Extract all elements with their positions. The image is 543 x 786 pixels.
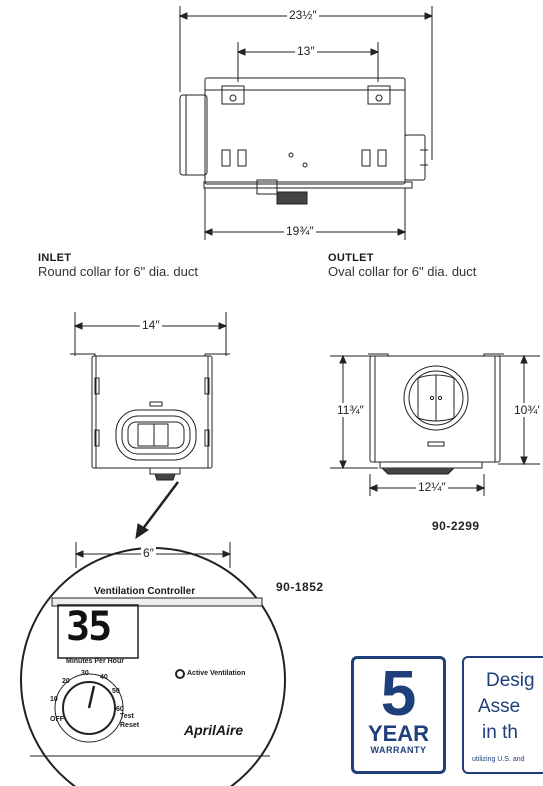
dim-side-height-left: 11¾″ <box>335 403 366 417</box>
test-reset-button[interactable]: Test Reset <box>120 712 139 730</box>
part-number-unit: 90-2299 <box>432 519 480 533</box>
warranty-label: WARRANTY <box>370 745 427 755</box>
controller-display-caption: Minutes Per Hour <box>66 658 124 665</box>
active-ventilation-label: Active Ventilation <box>187 670 246 677</box>
design-line-2: Asse <box>478 696 521 717</box>
side-view-drawing <box>330 353 540 496</box>
warranty-badge: 5 YEAR WARRANTY <box>351 656 446 774</box>
dial-tick-10: 10 <box>50 696 58 703</box>
dial-tick-40: 40 <box>100 674 108 681</box>
part-number-controller: 90-1852 <box>276 580 324 594</box>
warranty-number: 5 <box>380 657 417 729</box>
dim-side-base: 12¼″ <box>416 480 448 494</box>
dim-top-base: 19¾″ <box>284 224 316 238</box>
outlet-text: Oval collar for 6" dia. duct <box>328 264 477 279</box>
design-line-1: Desig <box>486 670 535 691</box>
dial-tick-50: 50 <box>112 688 120 695</box>
dim-front-width: 14″ <box>140 318 162 332</box>
inlet-caption: INLET Round collar for 6" dia. duct <box>38 252 198 279</box>
aprilaire-logo: AprilAire <box>184 722 244 738</box>
designed-assembled-badge: Desig Asse in th utilizing U.S. and <box>462 656 543 774</box>
dim-top-width: 23½″ <box>287 8 319 22</box>
controller-title: Ventilation Controller <box>94 586 196 597</box>
outlet-caption: OUTLET Oval collar for 6" dia. duct <box>328 252 476 279</box>
dial-tick-30: 30 <box>81 670 89 677</box>
minutes-dial[interactable]: 10 20 30 40 50 60 OFF <box>48 670 130 750</box>
inlet-title: INLET <box>38 252 72 264</box>
warranty-year: YEAR <box>367 721 430 746</box>
dim-top-inner: 13″ <box>295 44 317 58</box>
design-small-text: utilizing U.S. and <box>472 756 525 763</box>
inlet-text: Round collar for 6" dia. duct <box>38 264 198 279</box>
dim-controller-width: 6″ <box>141 546 156 560</box>
dial-tick-60: 60 <box>116 706 124 713</box>
controller-display: 35 <box>66 604 112 650</box>
dial-tick-20: 20 <box>62 678 70 685</box>
dial-tick-off: OFF <box>50 716 64 723</box>
top-view-drawing <box>178 6 434 240</box>
design-line-3: in th <box>482 722 518 743</box>
outlet-title: OUTLET <box>328 252 374 264</box>
reset-label: Reset <box>120 722 140 729</box>
front-view-drawing <box>70 312 230 540</box>
dim-side-height-right: 10¾′ <box>512 403 542 417</box>
test-label: Test <box>120 713 134 720</box>
